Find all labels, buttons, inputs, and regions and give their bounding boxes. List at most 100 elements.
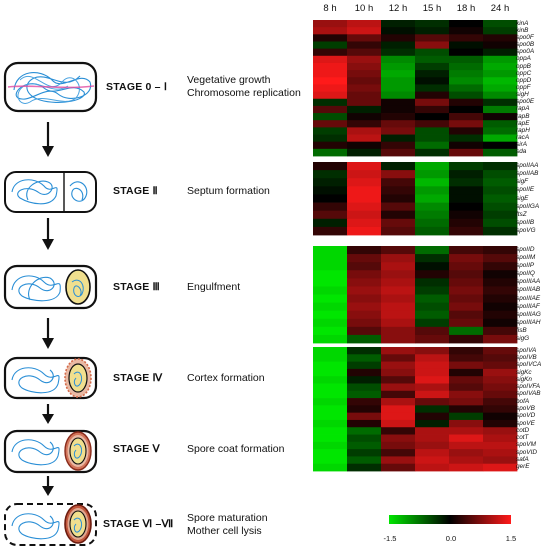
heatmap-cell bbox=[483, 347, 518, 355]
heatmap-cell bbox=[381, 326, 416, 336]
heatmap-cell bbox=[347, 210, 382, 220]
heatmap-cell bbox=[449, 262, 484, 271]
heatmap-cell bbox=[415, 113, 450, 121]
heatmap-cell bbox=[347, 84, 382, 92]
heatmap-cell bbox=[483, 127, 518, 135]
heatmap-cell bbox=[483, 441, 518, 450]
gene-label: spoIID bbox=[516, 246, 535, 254]
heatmap-cell bbox=[415, 262, 450, 271]
stage-label-0: STAGE 0 – Ⅰ bbox=[106, 81, 168, 93]
heatmap-cell bbox=[347, 148, 382, 157]
heatmap-cell bbox=[313, 270, 348, 279]
stage-label-4: STAGE Ⅳ bbox=[113, 372, 163, 384]
heatmap-cell bbox=[381, 113, 416, 121]
heatmap-cell bbox=[483, 427, 518, 435]
heatmap-cell bbox=[347, 194, 382, 203]
heatmap-cell bbox=[449, 463, 484, 472]
stage-6-cell bbox=[4, 503, 97, 546]
heatmap-cell bbox=[313, 334, 348, 344]
heatmap-cell bbox=[483, 463, 518, 472]
heatmap-cell bbox=[483, 70, 518, 78]
gene-label: oppD bbox=[516, 76, 532, 84]
heatmap-cell bbox=[483, 278, 518, 287]
heatmap-cell bbox=[449, 286, 484, 295]
heatmap-cell bbox=[347, 419, 382, 428]
stage-5-cell bbox=[3, 429, 98, 474]
time-label-8h: 8 h bbox=[323, 3, 337, 14]
heatmap-cell bbox=[415, 141, 450, 150]
heatmap-cell bbox=[449, 27, 484, 35]
stage-desc-6: Spore maturation Mother cell lysis bbox=[187, 512, 268, 538]
heatmap-cell bbox=[483, 62, 518, 71]
heatmap-cell bbox=[381, 368, 416, 377]
heatmap-cell bbox=[381, 412, 416, 421]
heatmap-cell bbox=[483, 148, 518, 157]
gene-label: spoIIQ bbox=[516, 270, 535, 278]
heatmap-cell bbox=[313, 77, 348, 85]
heatmap-cell bbox=[381, 27, 416, 35]
heatmap-cell bbox=[381, 376, 416, 384]
heatmap-cell bbox=[313, 98, 348, 107]
heatmap-cell bbox=[449, 398, 484, 406]
heatmap-cell bbox=[449, 134, 484, 143]
gene-label: spoIIM bbox=[516, 254, 536, 262]
chromosome bbox=[11, 513, 60, 540]
gene-label: rapB bbox=[516, 112, 530, 120]
heatmap-cell bbox=[381, 262, 416, 271]
stage-desc-line: Chromosome replication bbox=[187, 87, 301, 99]
heatmap-cell bbox=[483, 105, 518, 114]
heatmap-cell bbox=[347, 434, 382, 443]
heatmap-cell bbox=[313, 162, 348, 171]
heatmap-cell bbox=[483, 91, 518, 100]
heatmap-cell bbox=[483, 254, 518, 263]
forespore-chromosome bbox=[73, 371, 83, 387]
heatmap-cell bbox=[415, 286, 450, 295]
heatmap-cell bbox=[313, 310, 348, 320]
heatmap-cell bbox=[347, 77, 382, 85]
heatmap-cell bbox=[483, 270, 518, 279]
heatmap-cell bbox=[415, 162, 450, 171]
heatmap-cell bbox=[415, 310, 450, 320]
heatmap-cell bbox=[313, 178, 348, 187]
heatmap-cell bbox=[381, 162, 416, 171]
heatmap-cell bbox=[347, 186, 382, 195]
heatmap-cell bbox=[483, 178, 518, 187]
heatmap-cell bbox=[449, 41, 484, 50]
stage-3-cell bbox=[3, 264, 98, 310]
heatmap-cell bbox=[347, 91, 382, 100]
heatmap-cell bbox=[415, 368, 450, 377]
heatmap-cell bbox=[415, 246, 450, 255]
stage-0-cell bbox=[3, 61, 98, 113]
heatmap-cell bbox=[313, 398, 348, 406]
heatmap-cell bbox=[313, 412, 348, 421]
heatmap-cell bbox=[313, 326, 348, 336]
heatmap-cell bbox=[483, 383, 518, 392]
gene-label: sigG bbox=[516, 334, 530, 342]
heatmap-cell bbox=[347, 463, 382, 472]
heatmap-cell bbox=[381, 434, 416, 443]
gene-label: spoIIIAH bbox=[516, 318, 541, 326]
heatmap-cell bbox=[313, 302, 348, 312]
time-label-15h: 15 h bbox=[422, 3, 442, 14]
forespore bbox=[69, 510, 87, 538]
gene-label: spoIIIAF bbox=[516, 302, 540, 310]
stage-label-2: STAGE Ⅱ bbox=[113, 185, 158, 197]
heatmap-cell bbox=[347, 368, 382, 377]
heatmap-cell bbox=[347, 113, 382, 121]
heatmap-cell bbox=[381, 254, 416, 263]
heatmap-cell bbox=[347, 347, 382, 355]
heatmap-cell bbox=[483, 98, 518, 107]
heatmap-cell bbox=[449, 48, 484, 57]
heatmap-cell bbox=[313, 70, 348, 78]
heatmap-cell bbox=[449, 361, 484, 370]
heatmap-cell bbox=[313, 218, 348, 228]
heatmap-cell bbox=[483, 405, 518, 414]
heatmap-cell bbox=[347, 456, 382, 465]
heatmap-cell bbox=[483, 41, 518, 50]
heatmap-cell bbox=[449, 334, 484, 344]
heatmap-cell bbox=[449, 210, 484, 220]
heatmap-cell bbox=[449, 246, 484, 255]
heatmap-cell bbox=[449, 141, 484, 150]
heatmap-cell bbox=[347, 226, 382, 236]
heatmap-cell bbox=[415, 77, 450, 85]
